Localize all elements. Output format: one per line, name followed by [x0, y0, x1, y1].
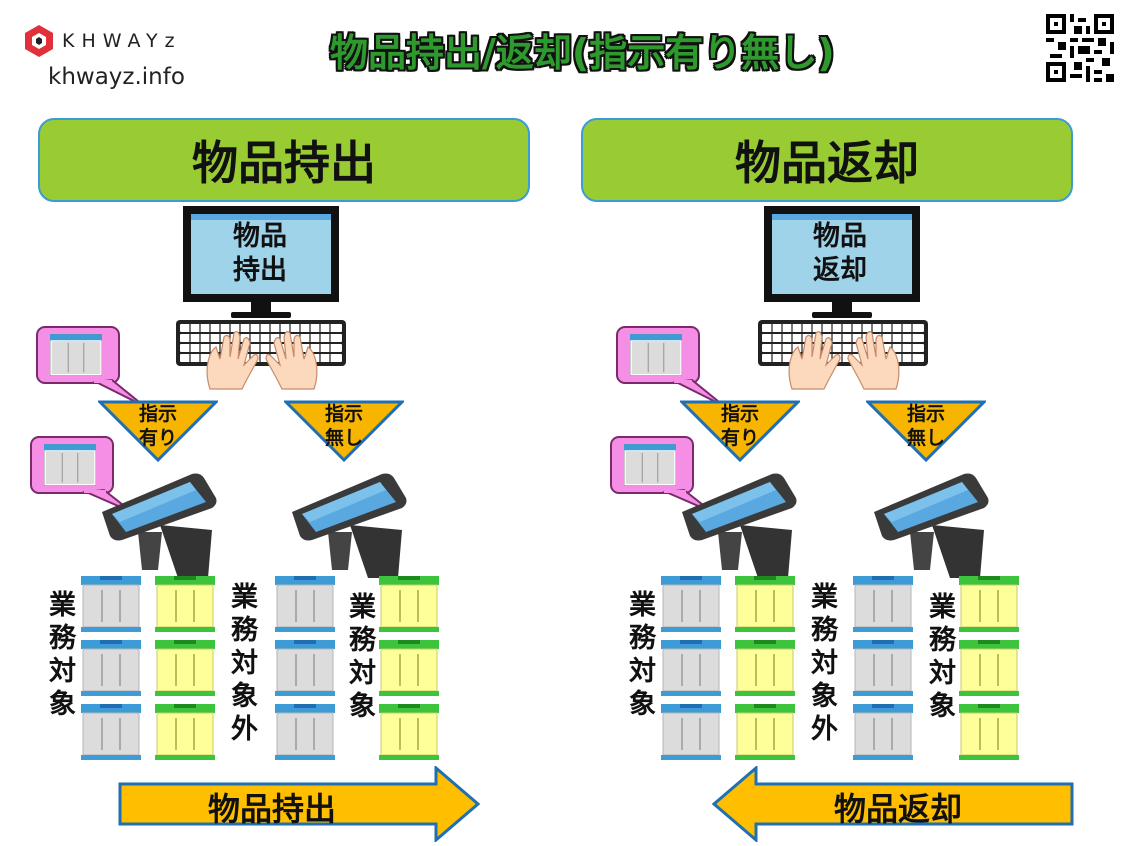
tablet-terminal-icon [290, 470, 410, 580]
tablet-terminal-icon [872, 470, 992, 580]
tri-label-yes-2: 有り [138, 427, 177, 449]
triangle-instruction-no [864, 400, 988, 463]
arrow-label-return: 物品返却 [834, 790, 963, 828]
tri-label-yes-1: 指示 [720, 403, 759, 425]
logo-icon [22, 24, 56, 58]
box-icon [80, 640, 142, 696]
arrow-icon [118, 764, 482, 844]
page-title: 物品持出/返却(指示有り無し) [330, 31, 835, 75]
box-icon [734, 640, 796, 696]
tablet-terminal-icon [100, 470, 220, 580]
box-icon [154, 640, 216, 696]
monitor-label-line2: 返却 [813, 255, 867, 286]
qr-code-icon [1046, 14, 1114, 82]
box-icon [958, 576, 1020, 632]
monitor-label-line2: 持出 [233, 255, 287, 286]
document-window-icon [50, 334, 102, 376]
document-window-icon [624, 444, 676, 486]
box-icon [80, 576, 142, 632]
box-icon [378, 640, 440, 696]
tri-label-yes-2: 有り [720, 427, 759, 449]
tri-label-no-2: 無し [906, 427, 945, 449]
box-icon [660, 704, 722, 760]
label-target: 業務対象 [624, 590, 655, 722]
arrow-label-checkout: 物品持出 [208, 790, 337, 828]
triangle-instruction-yes [96, 400, 220, 463]
triangle-instruction-yes [678, 400, 802, 463]
logo-text: KHWAYz [62, 30, 182, 52]
box-icon [274, 640, 336, 696]
label-target: 業務対象 [44, 590, 75, 722]
label-non-target: 業務対象外 [226, 582, 257, 747]
box-icon [852, 640, 914, 696]
box-icon [80, 704, 142, 760]
heading-checkout: 物品持出 [38, 118, 530, 202]
tablet-terminal-icon [680, 470, 800, 580]
heading-return: 物品返却 [581, 118, 1073, 202]
monitor-icon [764, 206, 920, 320]
box-icon [660, 576, 722, 632]
hands-icon [202, 330, 322, 392]
box-icon [734, 704, 796, 760]
monitor-label-line1: 物品 [813, 221, 867, 252]
label-non-target: 業務対象外 [806, 582, 837, 747]
tri-label-no-1: 指示 [324, 403, 363, 425]
box-icon [958, 640, 1020, 696]
label-target: 業務対象 [924, 592, 955, 724]
box-icon [154, 576, 216, 632]
monitor-icon [183, 206, 339, 320]
hands-icon [784, 330, 904, 392]
monitor-label-line1: 物品 [233, 221, 287, 252]
triangle-instruction-no [282, 400, 406, 463]
box-icon [852, 576, 914, 632]
tri-label-no-1: 指示 [906, 403, 945, 425]
site-link[interactable]: khwayz.info [48, 64, 185, 90]
box-icon [734, 576, 796, 632]
document-window-icon [44, 444, 96, 486]
box-icon [852, 704, 914, 760]
box-icon [274, 704, 336, 760]
arrow-icon [710, 764, 1074, 844]
box-icon [660, 640, 722, 696]
box-icon [378, 704, 440, 760]
tri-label-yes-1: 指示 [138, 403, 177, 425]
tri-label-no-2: 無し [324, 427, 363, 449]
box-icon [274, 576, 336, 632]
label-target: 業務対象 [344, 592, 375, 724]
document-window-icon [630, 334, 682, 376]
box-icon [958, 704, 1020, 760]
box-icon [378, 576, 440, 632]
box-icon [154, 704, 216, 760]
